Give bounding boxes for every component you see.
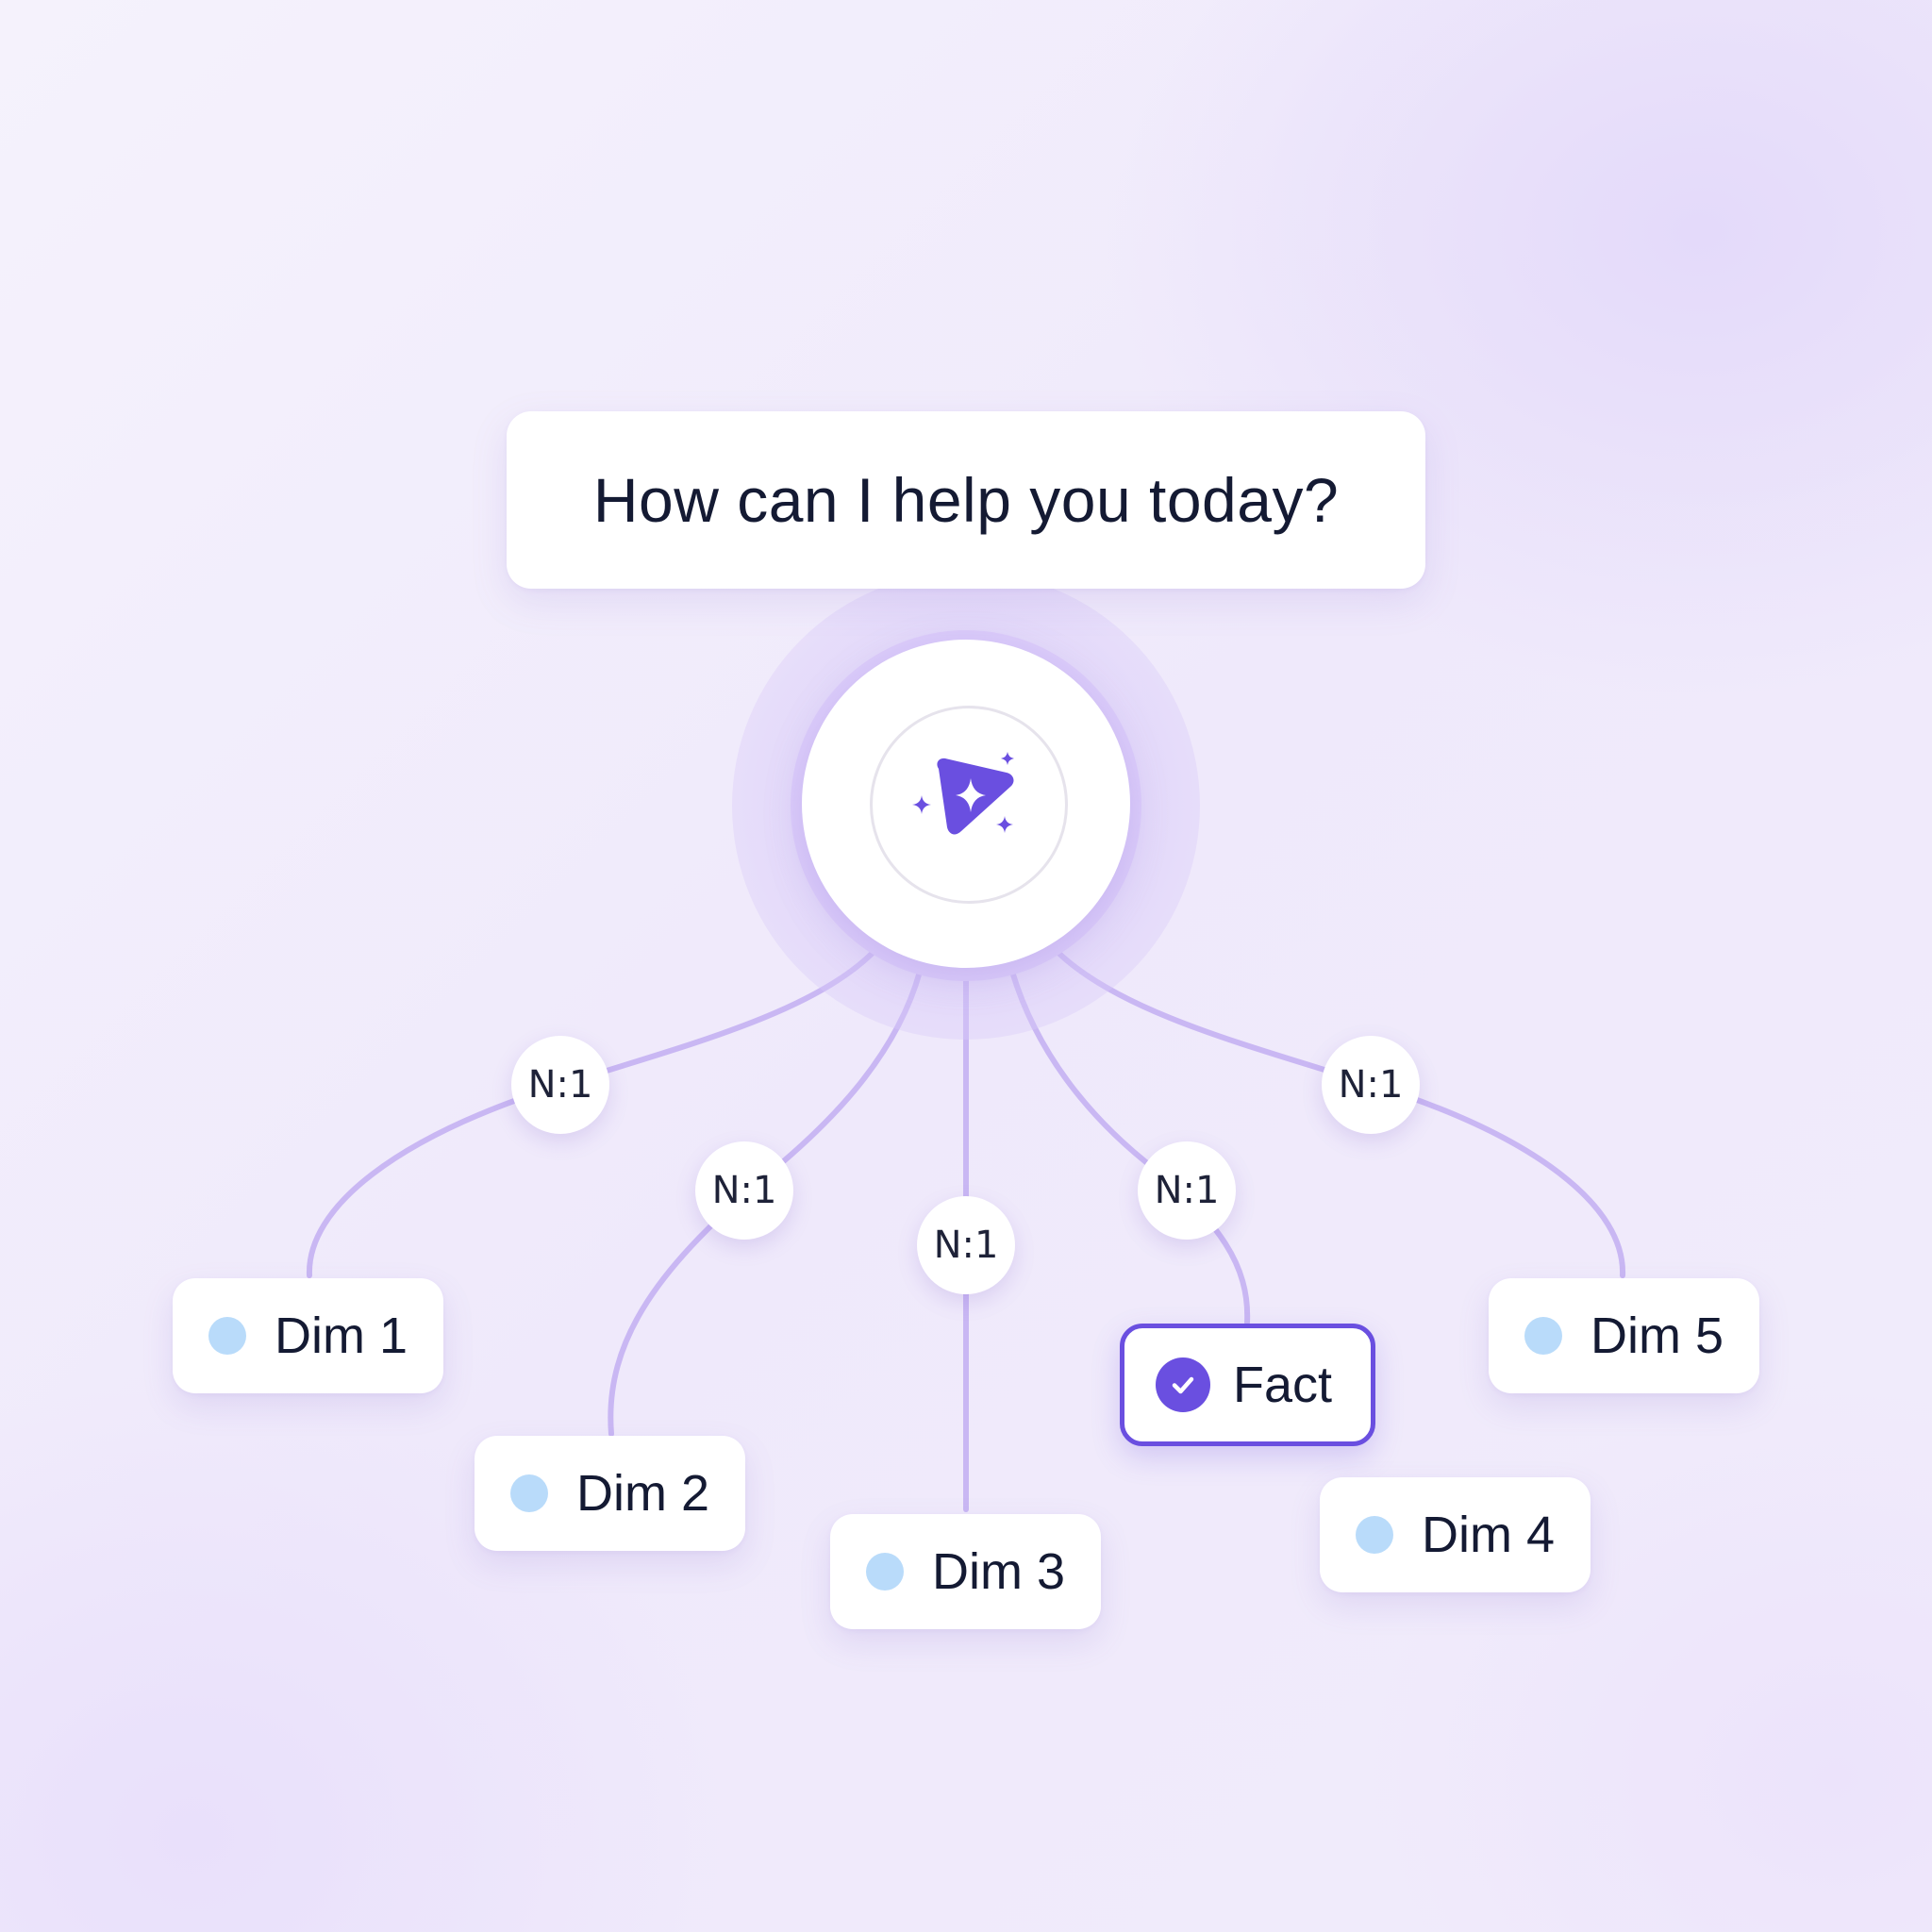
relationship-badge-dim-2[interactable]: N:1 (695, 1141, 793, 1240)
node-label: Dim 5 (1591, 1307, 1724, 1364)
node-dim-2[interactable]: Dim 2 (475, 1436, 745, 1551)
node-dim-5[interactable]: Dim 5 (1489, 1278, 1759, 1393)
prompt-card[interactable]: How can I help you today? (507, 411, 1425, 589)
dimension-dot-icon (208, 1317, 246, 1355)
node-label: Fact (1233, 1357, 1333, 1413)
hub-icon-frame (870, 706, 1068, 904)
node-fact[interactable]: Fact (1120, 1324, 1375, 1446)
sparkle-play-icon (903, 737, 1035, 874)
dimension-dot-icon (1356, 1516, 1393, 1554)
dimension-dot-icon (866, 1553, 904, 1591)
dimension-dot-icon (510, 1474, 548, 1512)
check-circle-icon (1156, 1357, 1210, 1412)
node-label: Dim 4 (1422, 1507, 1556, 1563)
node-dim-4[interactable]: Dim 4 (1320, 1477, 1591, 1592)
node-label: Dim 1 (275, 1307, 408, 1364)
relationship-badge-dim-5[interactable]: N:1 (1322, 1036, 1420, 1134)
node-label: Dim 2 (576, 1465, 710, 1522)
node-dim-1[interactable]: Dim 1 (173, 1278, 443, 1393)
relationship-badge-fact[interactable]: N:1 (1138, 1141, 1236, 1240)
node-dim-3[interactable]: Dim 3 (830, 1514, 1101, 1629)
relationship-badge-dim-3[interactable]: N:1 (917, 1196, 1015, 1294)
prompt-text: How can I help you today? (592, 465, 1340, 535)
relationship-badge-dim-1[interactable]: N:1 (511, 1036, 609, 1134)
node-label: Dim 3 (932, 1543, 1066, 1600)
dimension-dot-icon (1524, 1317, 1562, 1355)
